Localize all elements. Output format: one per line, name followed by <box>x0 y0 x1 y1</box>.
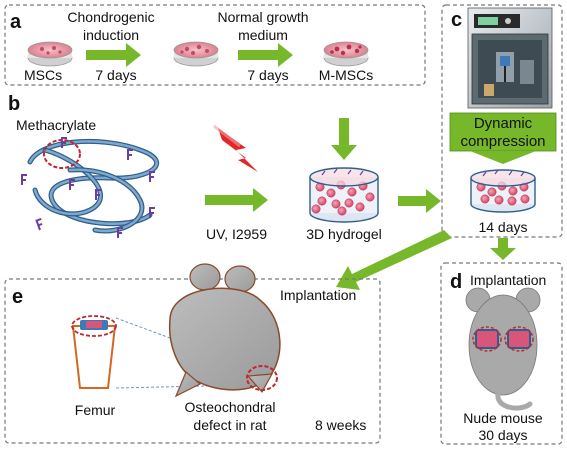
methacrylate-highlight <box>43 139 81 169</box>
arrow-down-to-hydrogel <box>331 118 357 160</box>
panel-e-letter: e <box>12 286 23 308</box>
arrow-c-to-d <box>490 238 516 260</box>
panel-a: a MSCs Chondrogenic induction 7 days Nor… <box>4 4 426 86</box>
compression-line1: Dynamic <box>474 115 533 132</box>
panel-e-title: Implantation <box>280 287 356 303</box>
panel-e: e Implantation Femur Osteochondral defec… <box>4 263 381 444</box>
panel-d-duration: 30 days <box>478 427 527 443</box>
panel-c-letter: c <box>451 9 462 31</box>
panel-d-frame <box>440 262 563 445</box>
panel-c-frame <box>441 4 563 238</box>
arrow-a2 <box>238 43 293 67</box>
step2-line2: medium <box>238 27 288 43</box>
rat-illustration <box>168 263 281 398</box>
duration-a1: 7 days <box>95 67 136 83</box>
duration-a2: 7 days <box>247 67 288 83</box>
arrow-a1 <box>86 43 141 67</box>
crosslink-label: UV, I2959 <box>206 226 267 242</box>
panel-a-frame <box>4 4 426 86</box>
panel-d-letter: d <box>450 271 462 293</box>
dish-msc-label: MSCs <box>24 67 62 83</box>
panel-b: b Methacrylate UV, I2959 <box>8 93 441 242</box>
dish-m-msc-label: M-MSCs <box>319 67 373 83</box>
dish-msc <box>27 41 73 67</box>
panel-a-letter: a <box>10 11 22 33</box>
panel-b-letter: b <box>8 93 20 115</box>
panel-d-title: Implantation <box>470 272 546 288</box>
bioreactor-photo <box>467 7 553 109</box>
polymer-chain-illustration <box>21 137 160 239</box>
arrow-to-panel-e <box>336 230 452 290</box>
compressed-hydrogel <box>470 169 536 213</box>
arrow-c-down <box>470 151 536 164</box>
nude-mouse-illustration <box>465 287 541 411</box>
methacrylate-label: Methacrylate <box>16 117 96 133</box>
dish-m-msc <box>323 41 369 67</box>
uv-bolt-icon <box>213 124 258 172</box>
step1-line1: Chondrogenic <box>67 9 154 25</box>
compression-duration: 14 days <box>478 219 527 235</box>
arrow-b-to-c <box>398 189 441 213</box>
defect-line1: Osteochondral <box>184 399 275 415</box>
compression-line2: compression <box>460 133 545 150</box>
step2-line1: Normal growth <box>217 9 308 25</box>
panel-e-duration: 8 weeks <box>315 417 366 433</box>
panel-d: d Implantation Nude mouse 30 days <box>440 262 563 445</box>
hydrogel-label: 3D hydrogel <box>306 226 382 242</box>
femur-illustration <box>71 315 117 389</box>
dish-induced <box>173 41 219 67</box>
hydrogel-illustration <box>309 167 379 223</box>
femur-label: Femur <box>75 402 116 418</box>
arrow-b1 <box>205 188 268 212</box>
defect-highlight <box>246 365 278 391</box>
step1-line2: induction <box>83 27 139 43</box>
defect-line2: defect in rat <box>193 417 266 433</box>
panel-c: c Dynamic compression <box>441 4 563 238</box>
panel-d-subject: Nude mouse <box>463 410 543 426</box>
